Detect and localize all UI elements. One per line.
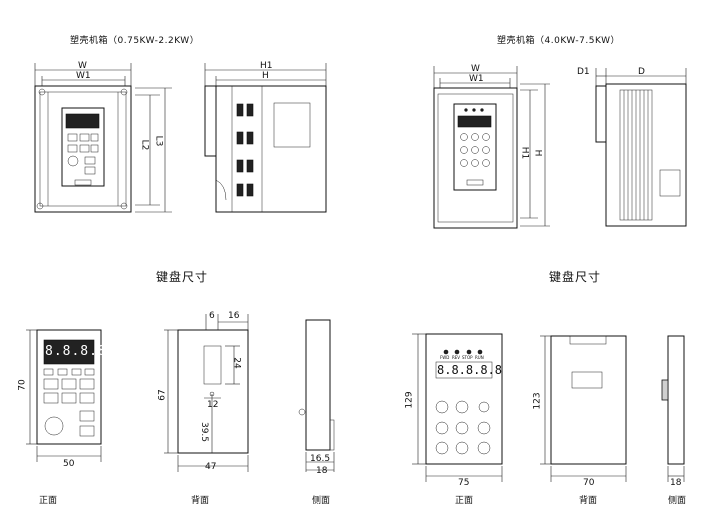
dim-w: W (78, 61, 87, 71)
dim-l2: L2 (139, 139, 150, 151)
keyboard-large-back (540, 335, 627, 482)
dim-k67: 67 (157, 389, 168, 401)
dim-k6: 6 (209, 311, 215, 321)
right-keypad-display: 8.8.8.8.8 (437, 363, 503, 377)
dim-w1: W1 (76, 71, 91, 81)
key-run-label: RUN (475, 355, 484, 360)
dim-k18b: 18 (670, 478, 682, 488)
dim-h1-large: H1 (519, 146, 530, 160)
keyboard-small-back (164, 314, 249, 472)
keyboard-title-right: 键盘尺寸 (549, 270, 602, 284)
dim-k75: 75 (458, 478, 470, 488)
small-case-front-view (34, 63, 172, 213)
dim-k70b: 70 (583, 478, 595, 488)
view-back-left: 背面 (191, 496, 210, 506)
dim-k50: 50 (63, 459, 75, 469)
large-case-front-view (433, 66, 550, 229)
view-side-left: 侧面 (312, 496, 331, 506)
large-case-title: 塑壳机箱（4.0KW-7.5KW） (497, 36, 620, 46)
key-stop-label: STOP (462, 355, 473, 360)
dim-k18: 18 (316, 466, 328, 476)
dim-l3: L3 (153, 135, 164, 147)
keyboard-title-left: 键盘尺寸 (156, 270, 209, 284)
dim-k47: 47 (205, 462, 217, 472)
view-side-right: 侧面 (668, 496, 687, 506)
dim-k70: 70 (17, 379, 28, 391)
dim-h1: H1 (260, 61, 273, 71)
dim-k165: 16.5 (310, 454, 331, 464)
small-case-title: 塑壳机箱（0.75KW-2.2KW） (70, 36, 200, 46)
view-front-right: 正面 (455, 496, 474, 506)
key-fwd-label: FWD (440, 355, 450, 360)
view-front-left: 正面 (39, 496, 58, 506)
dim-w1-large: W1 (469, 74, 484, 84)
dim-k24: 24 (231, 357, 242, 369)
dim-h: H (262, 71, 269, 81)
dim-d: D (638, 67, 645, 77)
left-keypad-display: 8.8.8.8. (45, 344, 116, 359)
dim-h-large: H (532, 149, 543, 157)
dim-k123: 123 (532, 392, 543, 410)
dim-w-large: W (471, 64, 480, 74)
dim-d1: D1 (577, 67, 590, 77)
dim-k129: 129 (404, 391, 415, 409)
keyboard-large-front (412, 333, 503, 482)
large-case-side-view (595, 68, 687, 227)
keyboard-small-front (26, 329, 102, 462)
key-rev-label: REV (452, 355, 461, 360)
dim-k12: 12 (207, 400, 219, 410)
small-case-side-view (204, 63, 327, 213)
keyboard-large-side (661, 335, 685, 482)
view-back-right: 背面 (579, 496, 598, 506)
dim-k395: 39.5 (199, 421, 210, 443)
dim-k16: 16 (228, 311, 240, 321)
keyboard-small-side (298, 319, 335, 472)
